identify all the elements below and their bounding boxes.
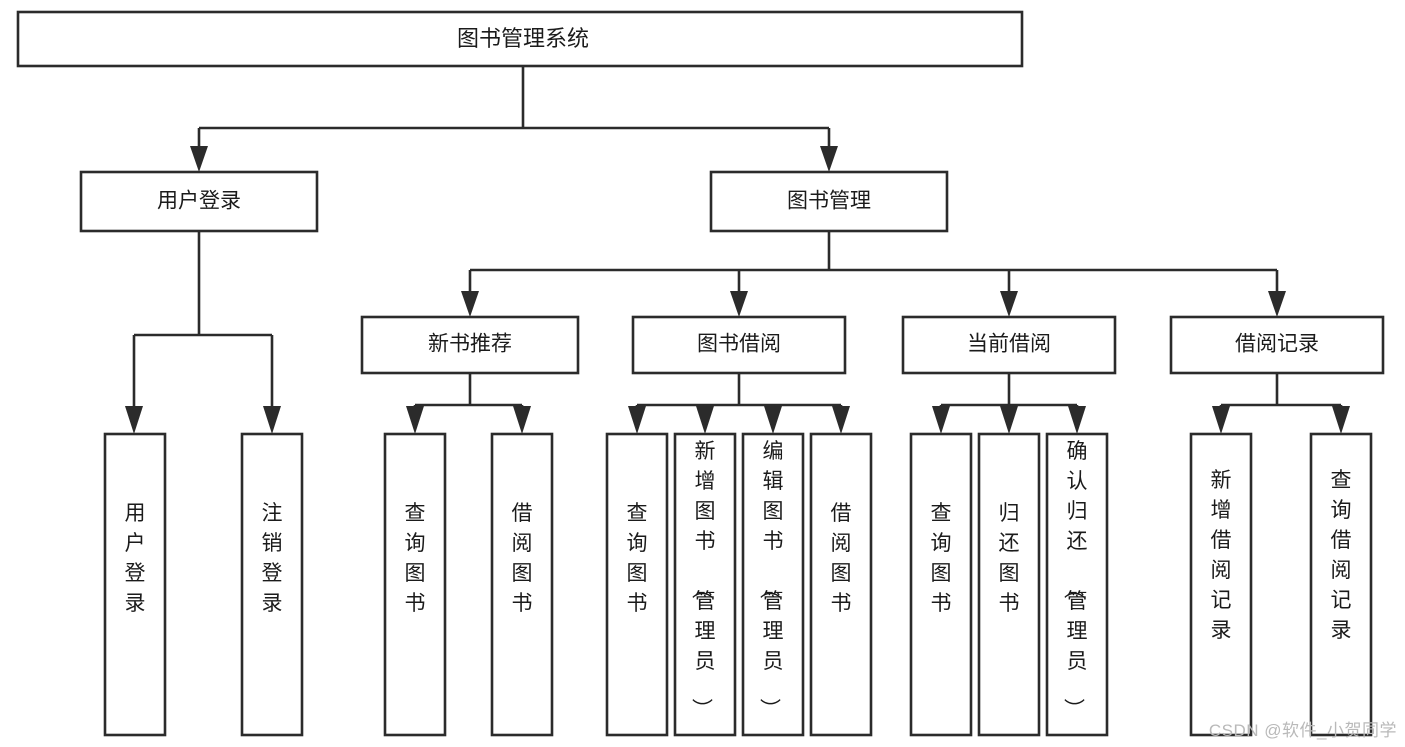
leaf-user-login-1-box[interactable] [240, 432, 304, 737]
leaf-current-2-label: 确认归还（管理员） [1062, 440, 1088, 719]
leaf-user-login-0-box[interactable] [103, 432, 167, 737]
arrow-root-to-user-login [190, 146, 208, 172]
leaf-recommend-1-label: 借阅图书 [512, 502, 533, 615]
arrow-book-manage-to-l3-2 [1000, 291, 1018, 317]
leaf-borrow-3[interactable]: 借阅图书 [809, 432, 873, 737]
arrow-borrow-leaf-1 [696, 406, 714, 434]
arrow-book-manage-to-l3-1 [730, 291, 748, 317]
leaf-user-login-1-label: 注销登录 [262, 502, 283, 615]
arrow-book-manage-to-l3-3 [1268, 291, 1286, 317]
node-book-manage[interactable]: 图书管理 [709, 170, 949, 233]
leaf-record-1-box[interactable] [1309, 432, 1373, 737]
arrow-current-leaf-2 [1068, 406, 1086, 434]
arrow-recommend-leaf-1 [513, 406, 531, 434]
node-book-manage-box[interactable] [709, 170, 949, 233]
arrow-borrow-leaf-2 [764, 406, 782, 434]
leaf-recommend-0-label: 查询图书 [405, 502, 426, 615]
leaf-borrow-3-label: 借阅图书 [831, 502, 852, 615]
leaf-borrow-2-label: 编辑图书（管理员） [758, 440, 784, 719]
leaf-current-0[interactable]: 查询图书 [909, 432, 973, 737]
leaf-current-2-box[interactable] [1045, 432, 1109, 737]
leaf-borrow-0[interactable]: 查询图书 [605, 432, 669, 737]
leaf-borrow-2[interactable]: 编辑图书（管理员） [741, 432, 805, 737]
leaf-current-0-label: 查询图书 [931, 502, 952, 615]
leaf-current-2[interactable]: 确认归还（管理员） [1045, 432, 1109, 737]
leaf-record-0-label: 新增借阅记录 [1211, 469, 1232, 642]
node-user-login-label: 用户登录 [157, 190, 241, 213]
arrow-borrow-leaf-3 [832, 406, 850, 434]
node-current-borrow-box[interactable] [901, 315, 1117, 375]
connector-layer [125, 66, 1350, 434]
leaf-record-0-box[interactable] [1189, 432, 1253, 737]
arrow-record-leaf-1 [1332, 406, 1350, 434]
leaf-current-1-box[interactable] [977, 432, 1041, 737]
node-new-book-recommend-label: 新书推荐 [428, 333, 512, 356]
node-root-box[interactable] [16, 10, 1024, 68]
arrow-user-login-leaf-1 [263, 406, 281, 434]
arrow-book-manage-to-l3-0 [461, 291, 479, 317]
node-borrow-record[interactable]: 借阅记录 [1169, 315, 1385, 375]
node-root[interactable]: 图书管理系统 [16, 10, 1024, 68]
leaf-user-login-1[interactable]: 注销登录 [240, 432, 304, 737]
node-root-label: 图书管理系统 [457, 26, 589, 51]
leaf-borrow-0-box[interactable] [605, 432, 669, 737]
node-book-manage-label: 图书管理 [787, 190, 871, 213]
leaf-user-login-0-label: 用户登录 [125, 502, 146, 615]
node-new-book-recommend-box[interactable] [360, 315, 580, 375]
node-current-borrow[interactable]: 当前借阅 [901, 315, 1117, 375]
node-borrow-record-box[interactable] [1169, 315, 1385, 375]
arrow-recommend-leaf-0 [406, 406, 424, 434]
leaf-borrow-1[interactable]: 新增图书（管理员） [673, 432, 737, 737]
leaf-recommend-1[interactable]: 借阅图书 [490, 432, 554, 737]
arrow-borrow-leaf-0 [628, 406, 646, 434]
leaf-borrow-0-label: 查询图书 [627, 502, 648, 615]
leaf-record-1-label: 查询借阅记录 [1331, 469, 1352, 642]
node-user-login-box[interactable] [79, 170, 319, 233]
leaf-user-login-0[interactable]: 用户登录 [103, 432, 167, 737]
node-new-book-recommend[interactable]: 新书推荐 [360, 315, 580, 375]
leaf-record-1[interactable]: 查询借阅记录 [1309, 432, 1373, 737]
leaf-borrow-1-box[interactable] [673, 432, 737, 737]
leaf-borrow-2-box[interactable] [741, 432, 805, 737]
leaf-recommend-1-box[interactable] [490, 432, 554, 737]
leaf-current-1-label: 归还图书 [999, 502, 1020, 615]
node-borrow-record-label: 借阅记录 [1235, 333, 1319, 356]
arrow-root-to-book-manage [820, 146, 838, 172]
arrow-current-leaf-0 [932, 406, 950, 434]
node-book-borrow[interactable]: 图书借阅 [631, 315, 847, 375]
leaf-record-0[interactable]: 新增借阅记录 [1189, 432, 1253, 737]
arrow-current-leaf-1 [1000, 406, 1018, 434]
leaf-current-0-box[interactable] [909, 432, 973, 737]
arrow-user-login-leaf-0 [125, 406, 143, 434]
arrow-record-leaf-0 [1212, 406, 1230, 434]
leaf-recommend-0-box[interactable] [383, 432, 447, 737]
node-user-login[interactable]: 用户登录 [79, 170, 319, 233]
node-book-borrow-label: 图书借阅 [697, 333, 781, 356]
node-current-borrow-label: 当前借阅 [967, 333, 1051, 356]
leaf-current-1[interactable]: 归还图书 [977, 432, 1041, 737]
leaf-borrow-3-box[interactable] [809, 432, 873, 737]
leaf-recommend-0[interactable]: 查询图书 [383, 432, 447, 737]
leaf-borrow-1-label: 新增图书（管理员） [690, 440, 716, 719]
node-book-borrow-box[interactable] [631, 315, 847, 375]
